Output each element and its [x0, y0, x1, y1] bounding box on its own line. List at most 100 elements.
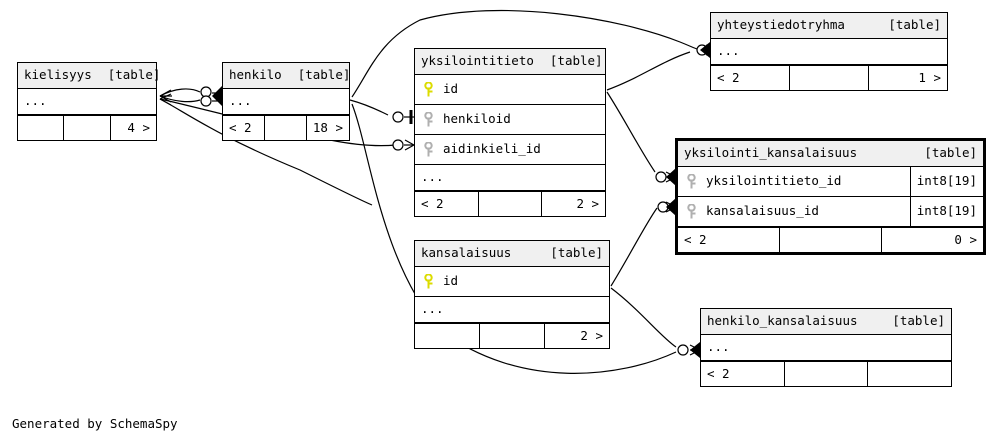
table-kind: [table] [888, 17, 941, 33]
primary-key-icon [421, 82, 435, 97]
table-kind: [table] [549, 53, 603, 69]
column-name: ... [707, 339, 730, 355]
foreign-key-icon [421, 142, 435, 157]
endpoint-circle-yk-kans [657, 201, 669, 213]
table-kind: [table] [892, 313, 945, 329]
column-name: ... [717, 43, 740, 59]
footer-child-count[interactable]: 18 > [312, 119, 344, 135]
edge-yk-yksilointitieto [606, 91, 656, 173]
table-header: henkilo_kansalaisuus [table] [701, 309, 951, 335]
endpoint-circle-yhteystiedotryhma [696, 44, 708, 56]
table-row: ... [711, 39, 947, 65]
footer-parent-count[interactable] [415, 324, 480, 348]
table-name: kansalaisuus [421, 245, 512, 261]
edge-yhteystiedotryhma-yksilointitieto [606, 51, 691, 91]
column-name: ... [421, 169, 444, 185]
table-name: yksilointi_kansalaisuus [684, 145, 858, 161]
footer-child-count[interactable]: 2 > [576, 195, 600, 211]
table-footer: < 2 1 > [711, 65, 947, 90]
table-row: ... [415, 297, 609, 323]
footer-child-count[interactable]: 0 > [954, 231, 977, 247]
table-row[interactable]: id [415, 267, 609, 297]
column-name: ... [24, 93, 47, 109]
footer-middle [480, 324, 545, 348]
table-row[interactable]: id [415, 75, 605, 105]
edge-yks-henkiloid-henkilo [349, 99, 389, 116]
edge-kansalaisuus-henkilo_kansalaisuus [610, 287, 677, 348]
table-header: henkilo [table] [223, 63, 351, 89]
footer-child-count[interactable]: 4 > [127, 119, 150, 135]
arrowhead-yhteystiedotryhma [700, 42, 710, 58]
edge-henkilo-kielisyys-a [159, 88, 201, 97]
endpoint-circle-yk-yks [655, 171, 667, 183]
table-row[interactable]: yksilointitieto_id int8[19] [678, 167, 983, 197]
arrowhead-hk [690, 342, 700, 358]
footer-parent-count[interactable]: < 2 [415, 192, 479, 216]
table-header: yksilointitieto [table] [415, 49, 605, 75]
footer-parent-count[interactable] [18, 116, 65, 140]
table-yksilointitieto[interactable]: yksilointitieto [table] id hen [414, 48, 606, 217]
endpoint-circle-henkiloid [392, 111, 404, 123]
table-row: ... [223, 89, 349, 115]
footer-child-count[interactable]: 1 > [918, 69, 941, 85]
foreign-key-icon [421, 112, 435, 127]
footer-middle [265, 116, 307, 140]
column-name: ... [229, 93, 252, 109]
table-row: ... [701, 335, 951, 361]
column-name: kansalaisuus_id [706, 203, 819, 219]
footer-middle [790, 66, 869, 90]
table-row[interactable]: henkiloid [415, 105, 605, 135]
table-yhteystiedotryhma[interactable]: yhteystiedotryhma [table] ... < 2 1 > [710, 12, 948, 91]
crowsfoot-kielisyys-2 [159, 93, 172, 106]
endpoint-circle-hk [677, 344, 689, 356]
foreign-key-icon [684, 204, 698, 219]
table-footer: 2 > [415, 323, 609, 348]
crowsfoot-aidinkieli [404, 139, 415, 151]
generator-caption: Generated by SchemaSpy [12, 416, 178, 431]
column-name: ... [421, 301, 444, 317]
foreign-key-icon [684, 174, 698, 189]
table-henkilo-kansalaisuus[interactable]: henkilo_kansalaisuus [table] ... < 2 [700, 308, 952, 387]
table-kansalaisuus[interactable]: kansalaisuus [table] id ... 2 > [414, 240, 610, 349]
column-type: int8[19] [909, 167, 977, 196]
table-header: yksilointi_kansalaisuus [table] [678, 141, 983, 167]
table-henkilo[interactable]: henkilo [table] ... < 2 18 > [222, 62, 350, 141]
table-footer: < 2 0 > [678, 227, 983, 252]
table-row[interactable]: kansalaisuus_id int8[19] [678, 197, 983, 227]
table-header: kansalaisuus [table] [415, 241, 609, 267]
footer-child-count[interactable] [868, 362, 951, 386]
table-yksilointi-kansalaisuus[interactable]: yksilointi_kansalaisuus [table] yksiloin… [675, 138, 986, 255]
endpoint-circle-henkilo-b [200, 95, 212, 107]
table-header: kielisyys [table] [18, 63, 160, 89]
table-kind: [table] [924, 145, 977, 161]
footer-parent-count[interactable]: < 2 [678, 228, 780, 252]
edge-yk-kansalaisuus [610, 207, 658, 287]
footer-parent-count[interactable]: < 2 [223, 116, 265, 140]
table-row[interactable]: aidinkieli_id [415, 135, 605, 165]
table-row: ... [415, 165, 605, 191]
footer-parent-count[interactable]: < 2 [701, 362, 785, 386]
table-name: yksilointitieto [421, 53, 534, 69]
table-footer: < 2 2 > [415, 191, 605, 216]
table-footer: < 2 [701, 361, 951, 386]
table-name: henkilo_kansalaisuus [707, 313, 858, 329]
footer-parent-count[interactable]: < 2 [711, 66, 790, 90]
table-name: yhteystiedotryhma [717, 17, 845, 33]
table-kind: [table] [550, 245, 603, 261]
footer-child-count[interactable]: 2 > [580, 327, 603, 343]
edge-henkilo-kielisyys-b [159, 95, 201, 103]
endpoint-circle-aidinkieli [392, 139, 404, 151]
column-name: id [443, 81, 459, 97]
footer-middle [780, 228, 882, 252]
endpoint-circle-henkilo-a [200, 86, 212, 98]
crowsfoot-hk [689, 344, 701, 356]
column-name: aidinkieli_id [443, 141, 541, 157]
table-kind: [table] [297, 67, 351, 83]
table-kind: [table] [107, 67, 161, 83]
table-kielisyys[interactable]: kielisyys [table] ... 4 > [17, 62, 160, 141]
footer-middle [64, 116, 111, 140]
table-header: yhteystiedotryhma [table] [711, 13, 947, 39]
column-name: henkiloid [443, 111, 511, 127]
footer-middle [479, 192, 543, 216]
crowsfoot-kielisyys-1 [159, 89, 172, 103]
